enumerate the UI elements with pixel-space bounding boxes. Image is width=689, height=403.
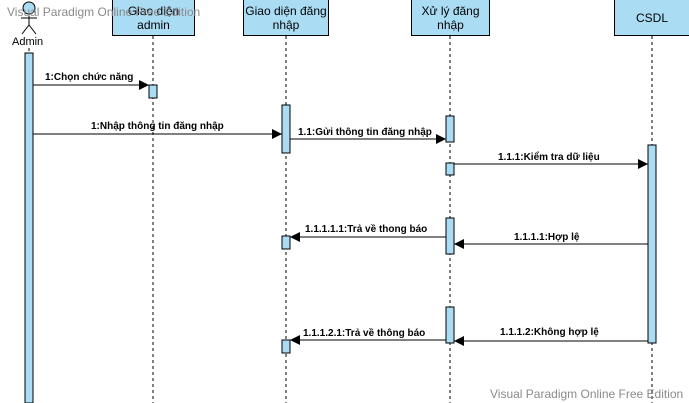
message-label-m6: 1.1.1.1.1:Trả về thong báo <box>305 224 428 235</box>
participant-label: Giao diện admin <box>127 3 180 32</box>
activation-giao-dien-dang-nhap-3 <box>281 339 291 354</box>
message-label-m5: 1.1.1.1:Hợp lệ <box>514 232 580 243</box>
activation-giao-dien-dang-nhap-1 <box>281 104 291 154</box>
admin-actor-icon <box>21 1 37 35</box>
participant-giao-dien-dang-nhap: Giao diện đăng nhập <box>243 0 329 36</box>
participant-label: Xử lý đăng nhập <box>421 3 480 32</box>
participant-csdl: CSDL <box>614 0 689 36</box>
activation-xu-ly-3 <box>445 217 455 255</box>
activation-xu-ly-1 <box>445 115 455 143</box>
message-label-m3: 1.1:Gửi thông tin đăng nhập <box>298 127 432 138</box>
activation-xu-ly-4 <box>445 306 455 344</box>
activation-giao-dien-admin <box>148 84 158 99</box>
message-label-m4: 1.1.1:Kiểm tra dữ liệu <box>498 152 600 163</box>
participant-xu-ly-dang-nhap: Xử lý đăng nhập <box>411 0 490 36</box>
activation-xu-ly-2 <box>445 162 455 176</box>
message-label-m8: 1.1.1.2.1:Trả về thông báo <box>303 328 426 339</box>
message-label-m7: 1.1.1.2:Không hợp lệ <box>500 327 599 338</box>
participant-label: Giao diện đăng nhập <box>245 3 327 32</box>
activation-admin <box>24 52 34 403</box>
message-label-m2: 1:Nhập thông tin đăng nhập <box>91 121 224 132</box>
participant-giao-dien-admin: Giao diện admin <box>112 0 195 36</box>
message-label-m1: 1:Chọn chức năng <box>45 72 134 83</box>
activation-csdl <box>647 144 657 344</box>
activation-giao-dien-dang-nhap-2 <box>281 235 291 250</box>
admin-actor-label: Admin <box>12 36 44 48</box>
participant-label: CSDL <box>635 10 668 25</box>
watermark-top: Visual Paradigm Online Free Edition <box>7 5 201 19</box>
watermark-bottom: Visual Paradigm Online Free Edition <box>490 387 684 401</box>
